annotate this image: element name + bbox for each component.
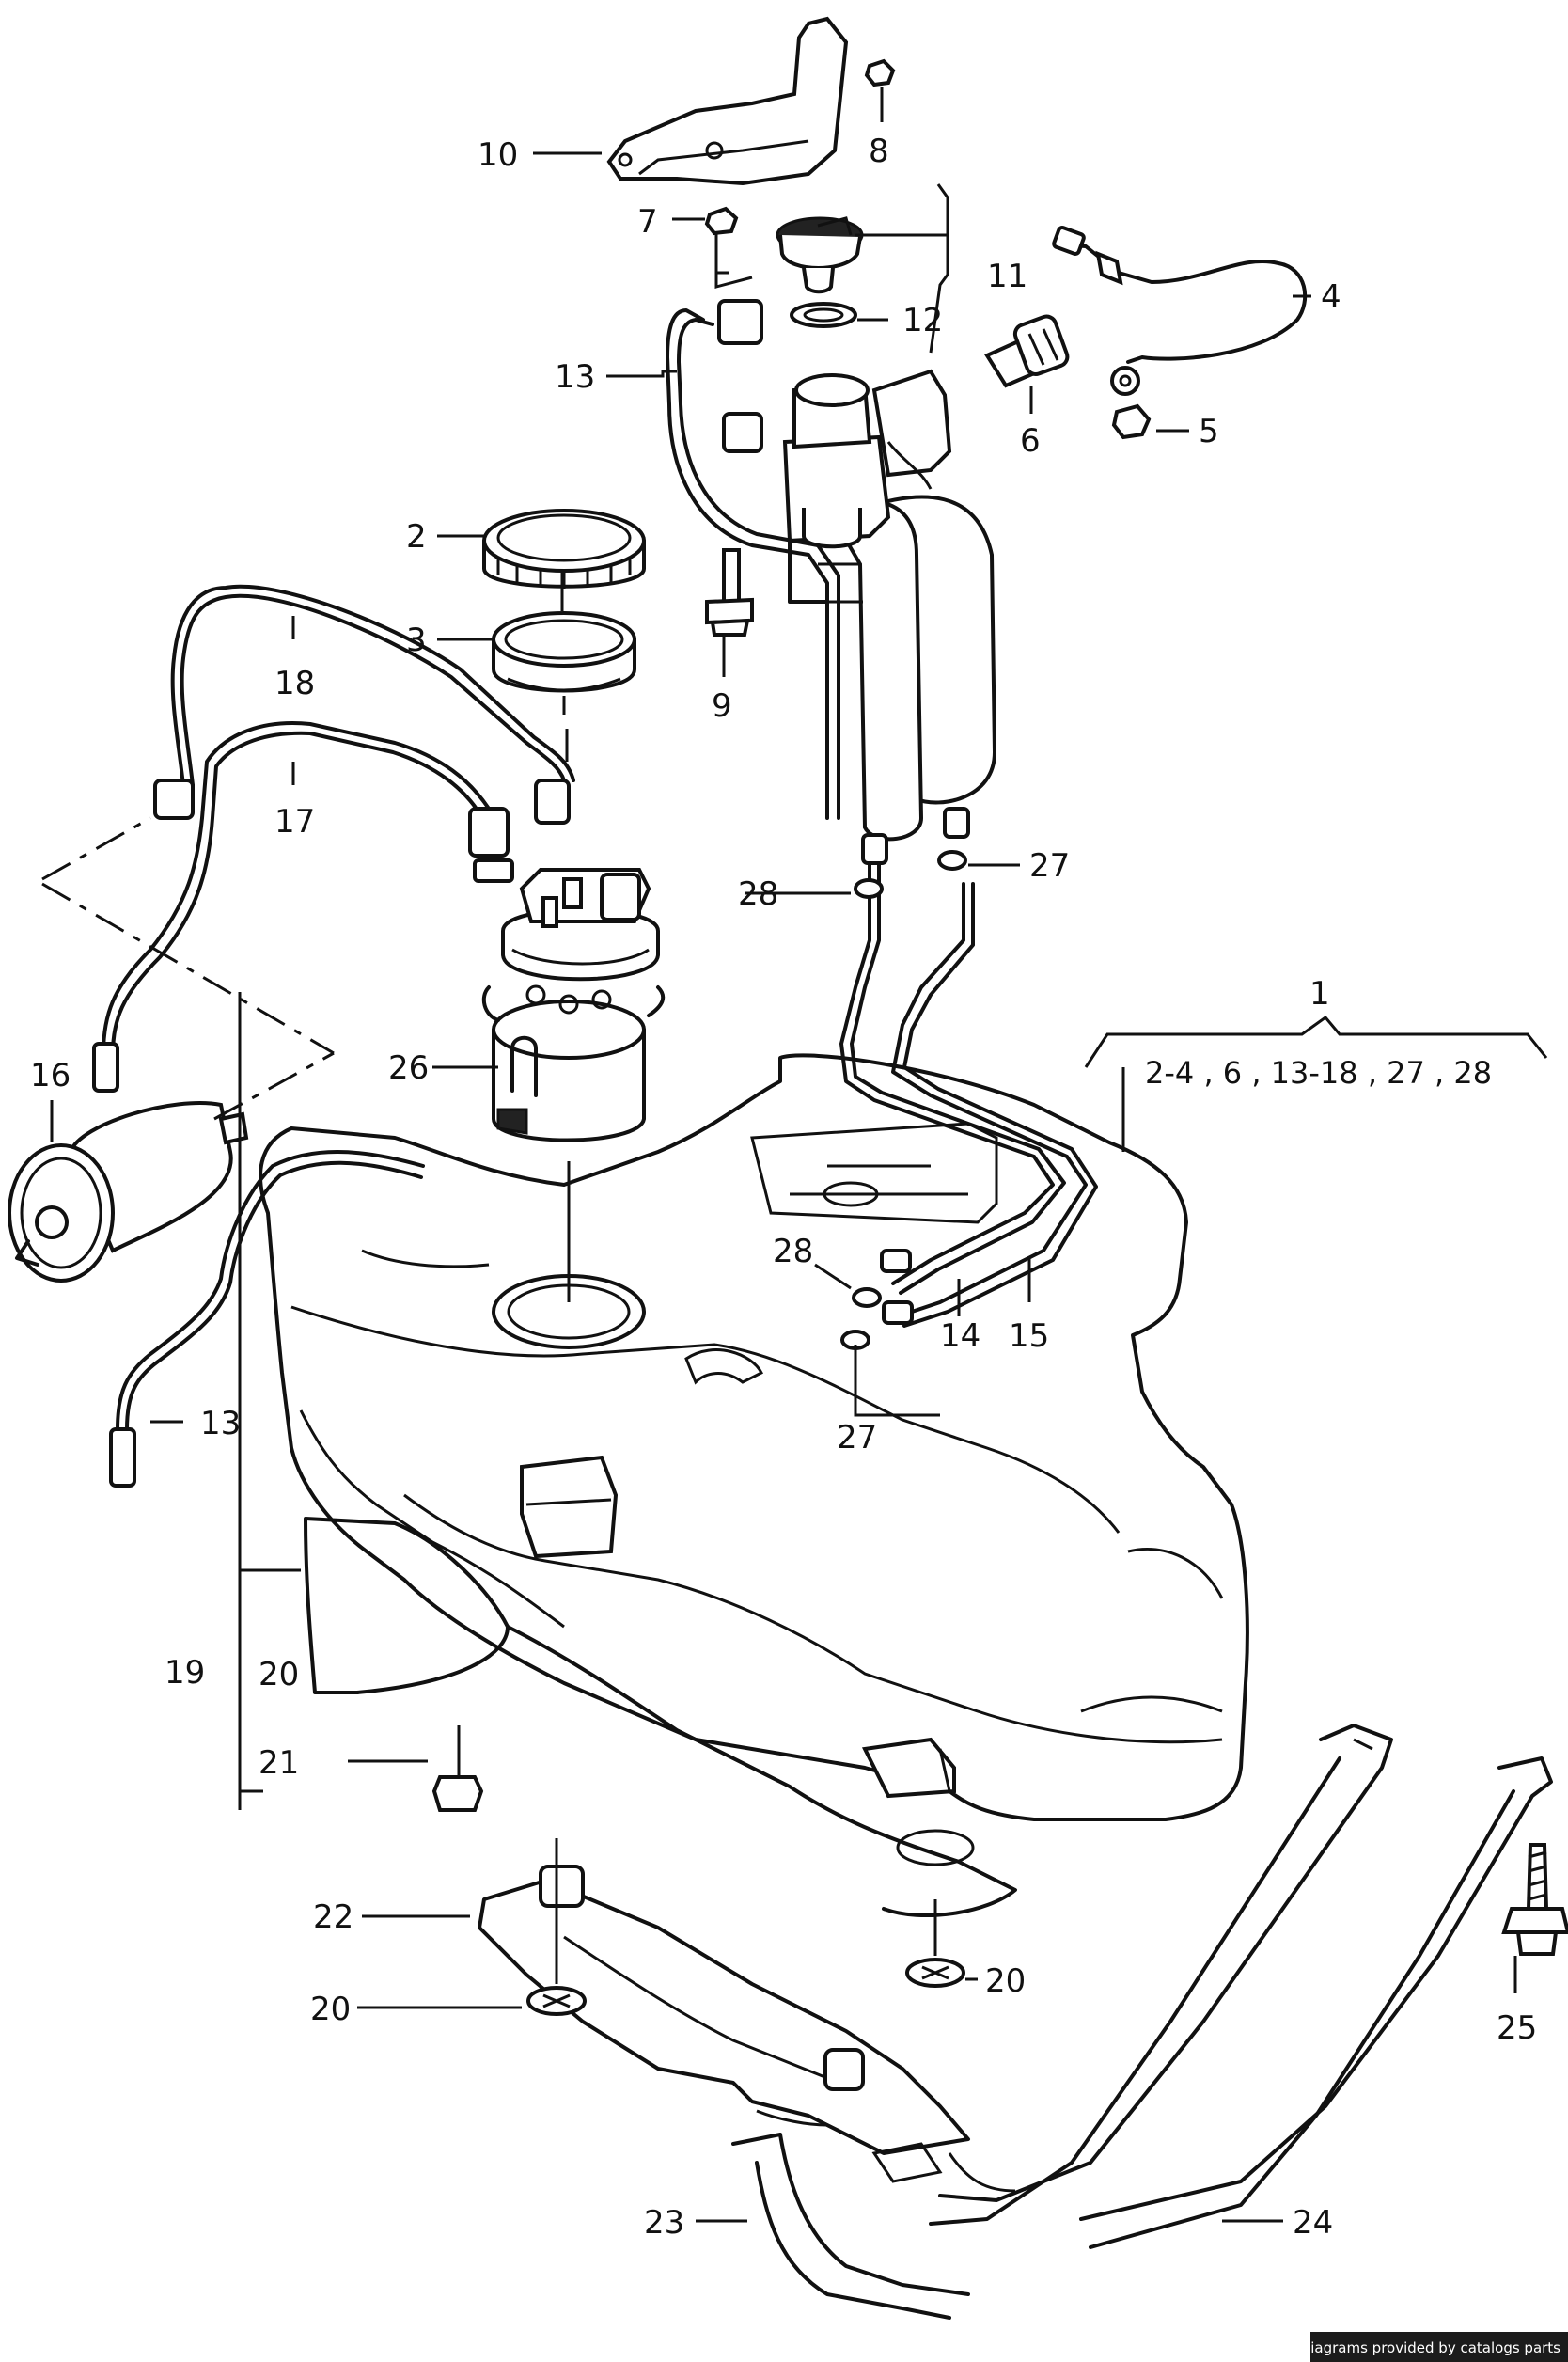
underbody-heat-shield (304, 1517, 1017, 2155)
callout-26: 26 (388, 1049, 429, 1087)
callout-2: 2 (406, 518, 427, 556)
callout-24: 24 (1293, 2204, 1333, 2242)
callout-15: 15 (1009, 1317, 1049, 1355)
callout-20-top: 20 (259, 1656, 299, 1693)
callout-22: 22 (313, 1898, 353, 1936)
grommet-20-left (526, 1986, 587, 2016)
group-label: 2-4 , 6 , 13-18 , 27 , 28 (1145, 1055, 1492, 1091)
callout-14: 14 (940, 1317, 980, 1355)
callout-12: 12 (902, 302, 943, 339)
callout-23: 23 (644, 2204, 684, 2242)
rubber-buffer (431, 1775, 484, 1812)
credit-text: Diagrams provided by catalogs parts (1299, 2339, 1560, 2356)
callout-4: 4 (1321, 278, 1341, 316)
callout-27-upper: 27 (1029, 847, 1070, 885)
vent-valve (984, 314, 1070, 388)
filler-cap (776, 216, 864, 294)
callout-21: 21 (259, 1744, 299, 1782)
phantom-line-filter (41, 816, 335, 1121)
callout-9: 9 (712, 687, 732, 725)
fuel-pump (481, 868, 666, 1142)
fuel-line-17 (92, 721, 514, 1093)
callout-25: 25 (1497, 2009, 1537, 2047)
fuel-lines-14-15 (839, 863, 1098, 1328)
callout-19: 19 (165, 1654, 205, 1692)
callout-18: 18 (274, 665, 315, 702)
credit-banner: Diagrams provided by catalogs parts (1300, 2332, 1568, 2362)
callout-5: 5 (1199, 413, 1219, 450)
callout-20-right: 20 (985, 1962, 1026, 2000)
callout-8: 8 (869, 133, 889, 170)
evap-canister (782, 369, 997, 865)
nut-8 (864, 58, 896, 87)
nut-7 (704, 206, 739, 236)
callout-28-lower: 28 (773, 1233, 813, 1270)
tank-strap-rear (929, 1724, 1393, 2226)
tank-strap-front (731, 1756, 1553, 2320)
clamp-28-lower (852, 1287, 882, 1308)
fuel-line-18 (153, 584, 575, 825)
callout-11: 11 (987, 258, 1027, 295)
callout-13-bottom: 13 (200, 1405, 241, 1442)
clamp-28-upper (854, 878, 884, 899)
filler-gasket-inner (803, 307, 844, 323)
callout-16: 16 (30, 1057, 71, 1094)
callout-13-top: 13 (555, 358, 595, 396)
mounting-bracket (606, 16, 849, 186)
nut-5 (1111, 403, 1152, 440)
fuel-filter (8, 1101, 249, 1283)
filler-gasket (790, 302, 857, 328)
callout-28-upper: 28 (738, 875, 778, 913)
locking-ring (482, 509, 646, 589)
clamp-27-upper (937, 850, 967, 871)
ground-wire (1052, 226, 1308, 396)
callout-1: 1 (1309, 975, 1330, 1013)
strap-bolt (1501, 1843, 1568, 1956)
callout-3: 3 (406, 622, 427, 659)
callout-7: 7 (637, 203, 658, 241)
grommet-20-right (905, 1958, 965, 1988)
tank-seal-ring (492, 611, 636, 693)
fuel-tank (259, 1053, 1249, 1866)
leader-lines (50, 87, 1548, 2223)
callout-20-left: 20 (310, 1991, 351, 2028)
callout-10: 10 (478, 136, 518, 174)
callout-6: 6 (1020, 422, 1041, 460)
callout-27-lower: 27 (837, 1419, 877, 1457)
bolt-9 (705, 548, 754, 637)
callout-17: 17 (274, 803, 315, 841)
callout-labels: 10 8 7 11 12 4 13 6 5 2 3 18 9 17 27 28 … (30, 133, 1537, 2242)
fuel-line-13 (109, 299, 840, 1488)
